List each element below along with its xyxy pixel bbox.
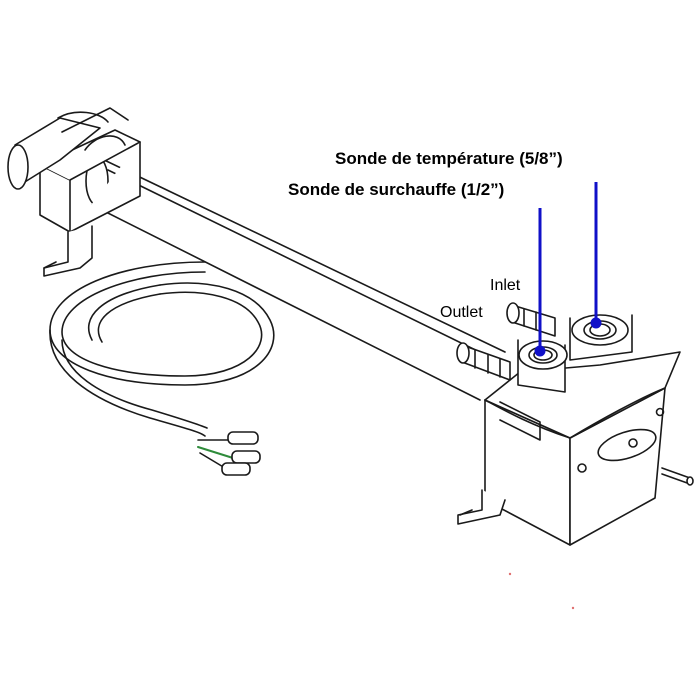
temp-probe-leader bbox=[590, 182, 602, 329]
temp-probe-label: Sonde de température (5/8”) bbox=[335, 149, 563, 168]
overheat-probe-label: Sonde de surchauffe (1/2”) bbox=[288, 180, 505, 199]
inlet-label: Inlet bbox=[490, 277, 521, 294]
power-cord bbox=[49, 261, 275, 437]
temp-probe-port bbox=[569, 314, 633, 361]
left-end-fitting bbox=[7, 107, 141, 233]
inlet-fitting bbox=[506, 302, 556, 337]
overheat-probe-leader bbox=[534, 208, 546, 357]
wire-leads bbox=[197, 431, 261, 476]
outlet-fitting bbox=[456, 342, 511, 381]
outlet-label: Outlet bbox=[440, 304, 483, 321]
left-mounting-bracket bbox=[43, 225, 93, 277]
right-mounting-bracket bbox=[457, 489, 506, 525]
heater-housing bbox=[484, 351, 694, 546]
